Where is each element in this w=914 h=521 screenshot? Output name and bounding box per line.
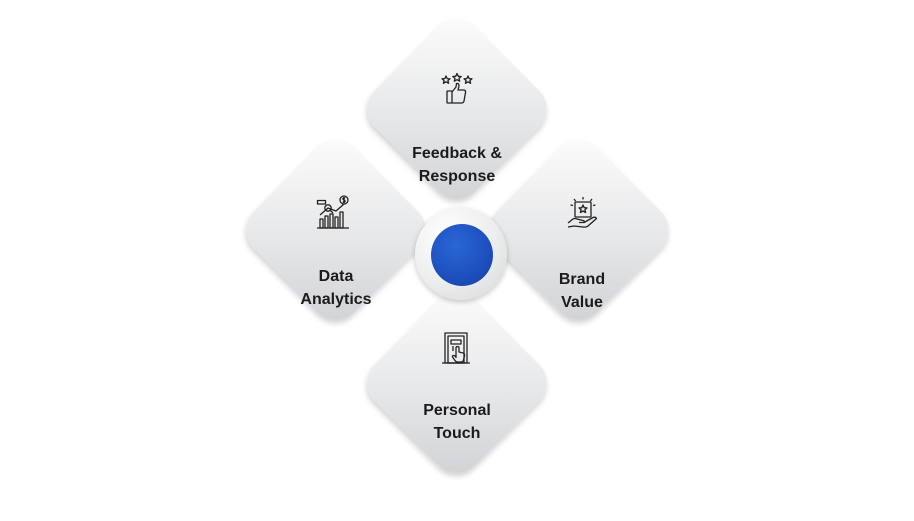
personal-touch-label: Personal Touch [377, 399, 537, 445]
brand-label-line1: Brand [558, 271, 606, 288]
feedback-label-line1: Feedback & [412, 145, 502, 162]
thumbs-up-stars-icon [440, 72, 474, 106]
analytics-chart-icon [316, 195, 350, 229]
personal-label-line1: Personal [423, 402, 491, 419]
feedback-label-line2: Response [418, 168, 496, 185]
data-analytics-label: Data Analytics [256, 265, 416, 311]
center-hub-circle [431, 224, 493, 286]
hand-star-badge-icon [566, 196, 600, 230]
analytics-label-line2: Analytics [300, 291, 372, 308]
analytics-label-line1: Data [318, 268, 354, 285]
brand-value-label: Brand Value [502, 268, 662, 314]
feedback-response-label: Feedback & Response [377, 142, 537, 188]
personal-label-line2: Touch [433, 425, 481, 442]
touch-door-icon [440, 331, 474, 365]
brand-label-line2: Value [561, 294, 603, 311]
